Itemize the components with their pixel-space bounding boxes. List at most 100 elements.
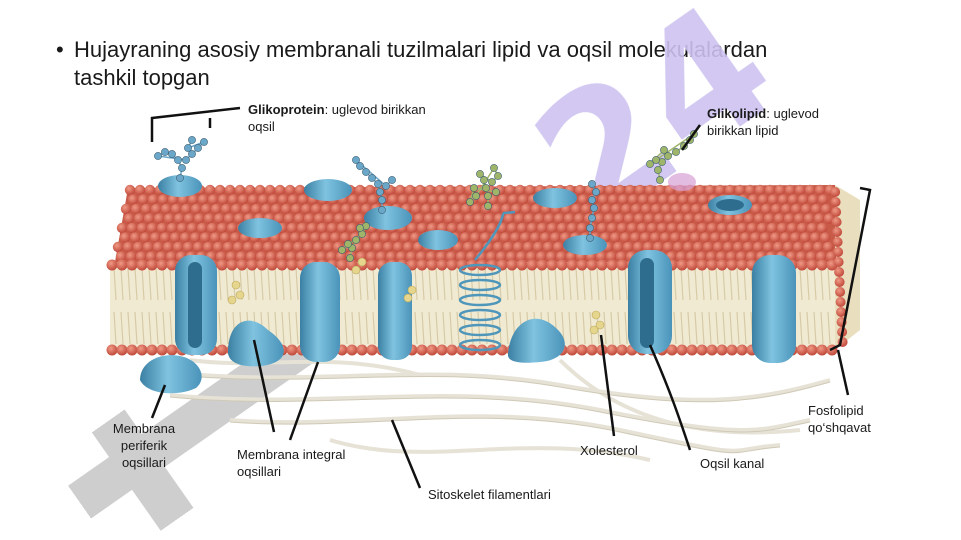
- lipid-head: [526, 259, 538, 271]
- lipid-tail: [169, 267, 173, 301]
- lipid-head: [767, 194, 779, 205]
- lipid-head: [463, 213, 475, 224]
- lipid-head: [144, 184, 156, 196]
- lipid-head: [126, 222, 138, 234]
- lipid-head: [256, 259, 268, 271]
- lipid-head: [126, 259, 138, 271]
- lipid-head: [566, 222, 578, 234]
- lipid-head: [202, 241, 214, 253]
- lipid-head: [336, 222, 348, 234]
- sugar-unit: [656, 176, 664, 184]
- lipid-head: [636, 222, 648, 234]
- lipid-head: [140, 203, 152, 215]
- lipid-tail: [225, 267, 229, 301]
- lipid-tail: [547, 267, 551, 301]
- sugar-unit: [466, 198, 474, 206]
- lipid-head: [254, 184, 266, 196]
- sugar-unit: [654, 166, 662, 174]
- lipid-head: [726, 222, 738, 234]
- lipid-head: [232, 241, 244, 253]
- lipid-head: [525, 251, 537, 262]
- lipid-tail: [295, 311, 299, 345]
- lipid-tail: [568, 311, 572, 345]
- lipid-head: [416, 259, 428, 271]
- lipid-head: [312, 241, 324, 253]
- lipid-tail: [680, 267, 684, 301]
- lipid-head: [427, 194, 439, 205]
- lipid-head: [315, 251, 327, 262]
- lipid-head: [546, 259, 558, 271]
- lipid-head: [573, 213, 585, 224]
- lipid-head: [595, 251, 607, 262]
- lipid-head: [616, 344, 628, 356]
- lipid-head: [680, 203, 692, 215]
- lipid-head: [604, 184, 616, 196]
- lipid-head: [606, 259, 618, 271]
- lipid-head: [212, 241, 224, 253]
- lipid-head: [230, 203, 242, 215]
- fosfolipid-leader: [836, 349, 850, 396]
- lipid-tail: [729, 311, 733, 345]
- lipid-head: [799, 232, 811, 243]
- lipid-head: [652, 241, 664, 253]
- lipid-head: [686, 344, 698, 356]
- lipid-head: [142, 241, 154, 253]
- lipid-tail: [281, 267, 285, 301]
- lipid-head: [552, 241, 564, 253]
- lipid-head: [339, 232, 351, 243]
- lipid-head: [326, 222, 338, 234]
- lipid-tail: [435, 267, 439, 301]
- lipid-head: [714, 184, 726, 196]
- lipid-head: [506, 222, 518, 234]
- lipid-head: [356, 344, 368, 356]
- lipid-head: [685, 251, 697, 262]
- lipid-head: [160, 203, 172, 215]
- glikolipid-desc: : uglevod birikkan lipid: [707, 106, 819, 138]
- cholesterol-ring: [351, 265, 361, 275]
- lipid-head: [662, 241, 674, 253]
- lipid-head: [780, 203, 792, 215]
- lipid-head: [447, 194, 459, 205]
- lipid-head: [476, 222, 488, 234]
- lipid-tail: [246, 267, 250, 301]
- lipid-head: [245, 251, 257, 262]
- lipid-head: [170, 203, 182, 215]
- lipid-head: [209, 232, 221, 243]
- lipid-tail: [414, 267, 418, 301]
- lipid-head: [407, 194, 419, 205]
- lipid-tail: [806, 311, 810, 345]
- lipid-tail: [827, 267, 831, 301]
- lipid-head: [734, 184, 746, 196]
- lipid-tail: [806, 267, 810, 301]
- lipid-head: [193, 213, 205, 224]
- lipid-head: [207, 194, 219, 205]
- lipid-head: [372, 241, 384, 253]
- lipid-head: [410, 203, 422, 215]
- lipid-tail: [701, 311, 705, 345]
- sugar-unit: [482, 184, 490, 192]
- carbohydrate-chains: [154, 130, 698, 262]
- lipid-head: [366, 344, 378, 356]
- lipid-head: [835, 297, 846, 307]
- lipid-head: [320, 203, 332, 215]
- lipid-head: [831, 207, 842, 217]
- lipid-head: [260, 203, 272, 215]
- lipid-head: [532, 241, 544, 253]
- lipid-head: [626, 222, 638, 234]
- lipid-head: [346, 344, 358, 356]
- lipid-head: [715, 251, 727, 262]
- lipid-head: [750, 203, 762, 215]
- lipid-head: [106, 344, 118, 356]
- lipid-tail: [470, 311, 474, 345]
- lipid-tail: [141, 267, 145, 301]
- lipid-head: [672, 241, 684, 253]
- lipid-head: [495, 251, 507, 262]
- lipid-head: [609, 232, 621, 243]
- lipid-head: [774, 184, 786, 196]
- lipid-head: [244, 184, 256, 196]
- lipid-head: [624, 184, 636, 196]
- lipid-head: [479, 232, 491, 243]
- lipid-head: [189, 232, 201, 243]
- lipid-head: [433, 213, 445, 224]
